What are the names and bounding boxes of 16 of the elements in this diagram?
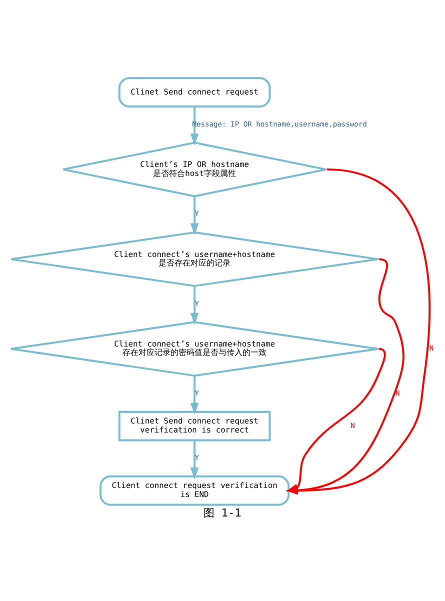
arrow	[190, 376, 199, 415]
arrow	[190, 106, 199, 146]
node-diamond: Client connect’s username+hostname存在对应记录的密码值是否与传入的一致	[10, 321, 379, 377]
edge-label: N	[395, 388, 400, 398]
arrow	[190, 440, 199, 480]
arrow	[190, 196, 199, 236]
caption: 图 1-1	[204, 506, 242, 520]
edge-label: N	[429, 344, 434, 353]
arrow	[286, 348, 386, 492]
arrow	[190, 286, 199, 325]
node-box: Clinet Send connect request	[118, 77, 271, 108]
edge-label: N	[350, 420, 355, 430]
node-box: Clinet Send connect request verification is correct	[118, 410, 271, 442]
node-box: Client connect request verification is END	[100, 475, 290, 506]
node-diamond: Client’s IP OR hostname 是否符合host字段属性	[62, 142, 327, 198]
node-diamond: Client connect’s username+hostname是否存在对应的记录	[10, 231, 379, 287]
